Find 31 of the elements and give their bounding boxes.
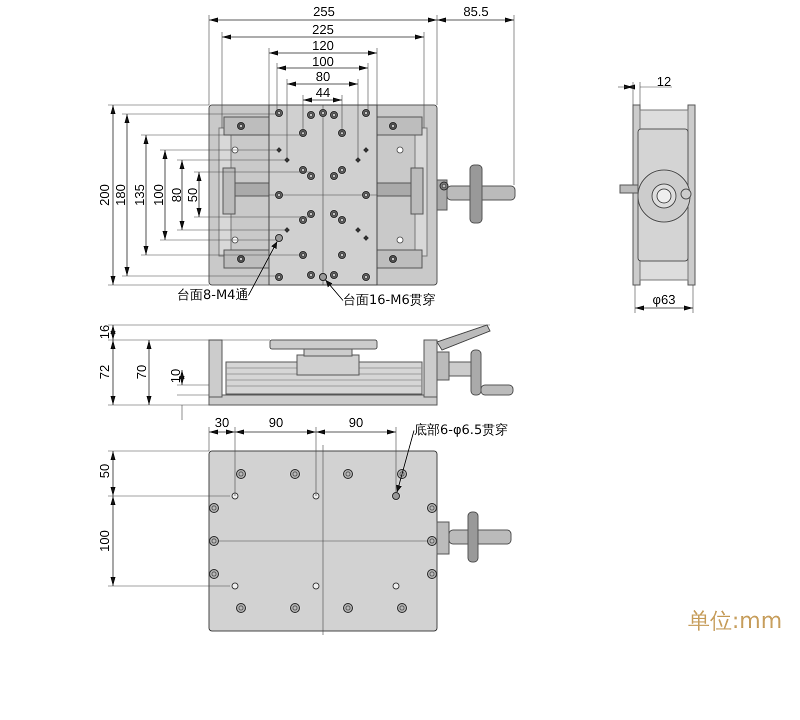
dimension-value: 90 bbox=[268, 416, 284, 430]
dimension-value: φ63 bbox=[652, 293, 676, 307]
callout-text: 台面16-M6贯穿 bbox=[343, 293, 436, 308]
callout-text: 底部6-φ6.5贯穿 bbox=[414, 423, 508, 438]
dimension-value: 100 bbox=[152, 184, 166, 206]
dimension-value: 85.5 bbox=[463, 5, 489, 19]
unit-note: 单位:mm bbox=[688, 609, 782, 635]
dimension-value: 72 bbox=[98, 364, 112, 380]
dimension-value: 50 bbox=[186, 188, 200, 202]
dimension-value: 200 bbox=[98, 184, 112, 206]
dimension-value: 44 bbox=[316, 86, 330, 100]
dimension-value: 16 bbox=[98, 324, 112, 340]
callout-text: 台面8-M4通 bbox=[177, 288, 248, 303]
dimension-value: 225 bbox=[312, 23, 334, 37]
dimension-value: 70 bbox=[135, 364, 149, 380]
dimension-value: 255 bbox=[313, 5, 335, 19]
dimension-value: 180 bbox=[114, 184, 128, 206]
dimension-value: 90 bbox=[348, 416, 364, 430]
leader-line bbox=[325, 280, 344, 301]
dimension-value: 100 bbox=[312, 55, 334, 69]
dimension-value: 50 bbox=[98, 464, 112, 478]
dimension-value: 30 bbox=[214, 416, 230, 430]
dimension-value: 135 bbox=[133, 184, 147, 206]
leader-line bbox=[396, 430, 414, 493]
dimension-value: 12 bbox=[656, 75, 672, 89]
dimension-value: 120 bbox=[312, 39, 334, 53]
dimension-value: 10 bbox=[169, 368, 183, 384]
dimension-value: 80 bbox=[316, 70, 330, 84]
dimension-value: 100 bbox=[98, 530, 112, 552]
leader-line bbox=[248, 241, 278, 296]
dimension-value: 80 bbox=[170, 188, 184, 202]
